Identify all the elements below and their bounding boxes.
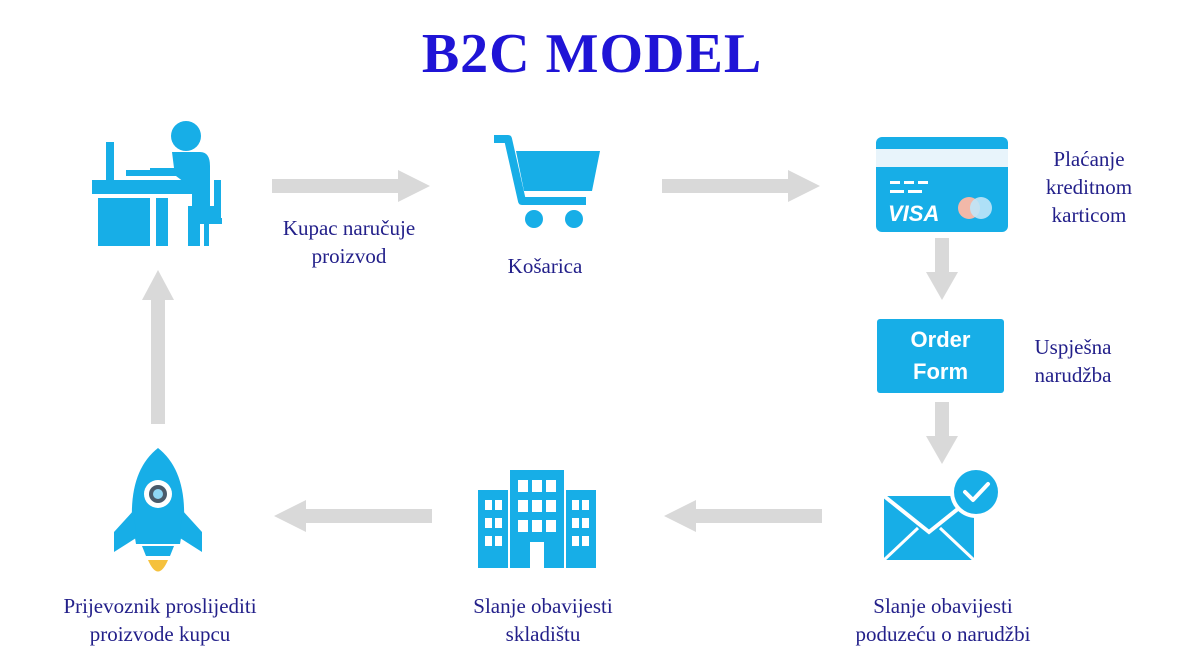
- shopping-cart-icon: [494, 135, 600, 228]
- diagram-title: B2C MODEL: [421, 23, 763, 85]
- payment-label: Plaćanje kreditnom karticom: [1045, 147, 1133, 227]
- order-form-box: Order Form: [877, 319, 1004, 393]
- order-label: Kupac naručuje proizvod: [282, 216, 416, 268]
- arrow-to-order-form: [926, 238, 958, 300]
- arrow-to-customer: [142, 270, 174, 424]
- carrier-label: Prijevoznik proslijediti proizvode kupcu: [63, 594, 257, 646]
- warehouse-label: Slanje obavijesti skladištu: [473, 594, 613, 646]
- order-success-label: Uspješna narudžba: [1034, 335, 1112, 387]
- cart-label: Košarica: [507, 254, 583, 278]
- company-notify-label: Slanje obavijesti poduzeću o narudžbi: [855, 594, 1031, 646]
- credit-card-icon: VISA: [876, 137, 1008, 232]
- envelope-check-icon: [882, 466, 1002, 562]
- rocket-icon: [114, 448, 202, 572]
- person-at-computer-icon: [92, 121, 222, 246]
- arrow-to-carrier: [274, 500, 432, 532]
- arrow-to-company-notify: [926, 402, 958, 464]
- arrow-to-warehouse: [664, 500, 822, 532]
- building-icon: [478, 470, 596, 568]
- arrow-to-payment: [662, 170, 820, 202]
- arrow-to-cart: [272, 170, 430, 202]
- card-brand: VISA: [888, 201, 939, 226]
